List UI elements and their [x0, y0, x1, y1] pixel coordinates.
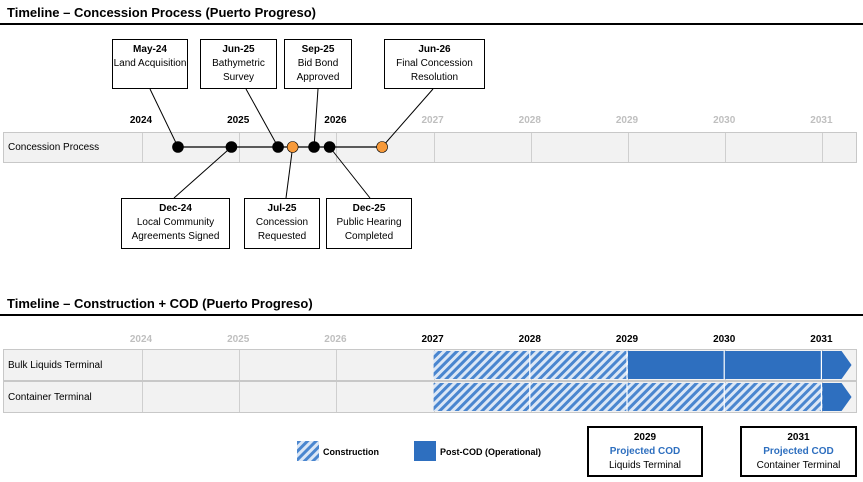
year-gridline [628, 133, 629, 162]
callout-leader-line [381, 88, 434, 148]
year-tick-label: 2026 [324, 115, 347, 126]
construction-timeline-title: Timeline – Construction + COD (Puerto Pr… [7, 296, 313, 311]
milestone-date: Jun-25 [222, 44, 255, 55]
milestone-label: Local Community Agreements Signed [131, 217, 220, 242]
milestone-label: Concession Requested [255, 217, 309, 242]
callout-leader-line [245, 88, 279, 148]
year-tick-label: 2026 [324, 334, 347, 345]
cod-year: 2029 [633, 432, 657, 443]
milestone-label: Bathymetric Survey [212, 58, 265, 83]
title-divider [0, 23, 863, 25]
year-tick-label: 2029 [615, 115, 639, 126]
callout-leader-line [329, 146, 371, 199]
construction-bar [433, 351, 628, 379]
operational-legend-swatch [414, 441, 436, 461]
construction-legend-swatch [297, 441, 319, 461]
concession-timeline-svg [149, 88, 434, 199]
year-tick-label: 2030 [713, 334, 736, 345]
year-tick-label: 2027 [421, 115, 444, 126]
milestone-date: Dec-24 [159, 203, 192, 214]
year-tick-label: 2029 [615, 334, 639, 345]
year-tick-label: 2025 [227, 334, 250, 345]
year-gridline [822, 133, 824, 162]
milestone-marker-completed [172, 141, 184, 153]
milestone-date: May-24 [133, 44, 167, 55]
year-gridline [142, 133, 143, 162]
milestone-marker-completed [323, 141, 336, 153]
cod-asset: Liquids Terminal [608, 460, 682, 471]
milestone-date: Sep-25 [301, 44, 335, 55]
title-divider [0, 314, 863, 316]
row-label: Concession Process [8, 142, 100, 153]
year-gridline [142, 382, 143, 412]
year-tick-label: 2027 [421, 334, 444, 345]
row-label: Bulk Liquids Terminal [8, 360, 103, 371]
callout-leader-line [149, 88, 179, 148]
cod-callout-liquids: 2029 Projected COD Liquids Terminal [587, 426, 703, 477]
operational-legend-label: Post-COD (Operational) [440, 447, 542, 457]
year-tick-label: 2024 [129, 334, 153, 345]
year-gridline [336, 350, 338, 380]
milestone-label: Bid Bond Approved [296, 58, 340, 83]
operational-bar [628, 351, 852, 379]
milestone-marker-pending [376, 141, 388, 153]
year-gridline [725, 133, 727, 162]
cod-label: Projected COD [609, 446, 681, 457]
milestone-date: Dec-25 [352, 203, 386, 214]
year-gridline [239, 350, 241, 380]
callout-leader-line [173, 146, 232, 199]
milestone-label: Final Concession Resolution [396, 58, 473, 83]
cod-asset: Container Terminal [756, 460, 841, 471]
cod-year: 2031 [787, 432, 810, 443]
year-tick-label: 2030 [713, 115, 736, 126]
year-tick-label: 2025 [227, 115, 250, 126]
callout-leader-line [285, 146, 294, 199]
year-gridline [530, 133, 532, 162]
milestone-marker-completed [225, 141, 238, 153]
year-gridline [239, 382, 241, 412]
year-gridline [142, 350, 143, 380]
construction-bar [433, 383, 823, 411]
year-gridline [433, 133, 435, 162]
operational-bar [822, 383, 852, 411]
concession-process-row: Concession Process [3, 132, 857, 163]
row-label: Container Terminal [8, 392, 92, 403]
year-tick-label: 2028 [518, 334, 541, 345]
milestone-date: Jun-26 [418, 44, 451, 55]
year-tick-label: 2028 [518, 115, 541, 126]
year-gridline [336, 382, 338, 412]
construction-legend-label: Construction [323, 447, 379, 457]
concession-timeline-title: Timeline – Concession Process (Puerto Pr… [7, 5, 316, 20]
milestone-marker-completed [308, 141, 320, 153]
milestone-label: Public Hearing Completed [336, 217, 402, 242]
cod-callout-container: 2031 Projected COD Container Terminal [740, 426, 857, 477]
year-tick-label: 2031 [810, 115, 833, 126]
milestone-label: Land Acquisition [113, 58, 187, 69]
milestone-date: Jul-25 [267, 203, 297, 214]
callout-leader-line [313, 88, 319, 148]
year-tick-label: 2031 [810, 334, 833, 345]
cod-label: Projected COD [763, 446, 834, 457]
milestone-marker-completed [272, 141, 284, 153]
milestone-marker-pending [286, 141, 299, 153]
year-tick-label: 2024 [129, 115, 153, 126]
